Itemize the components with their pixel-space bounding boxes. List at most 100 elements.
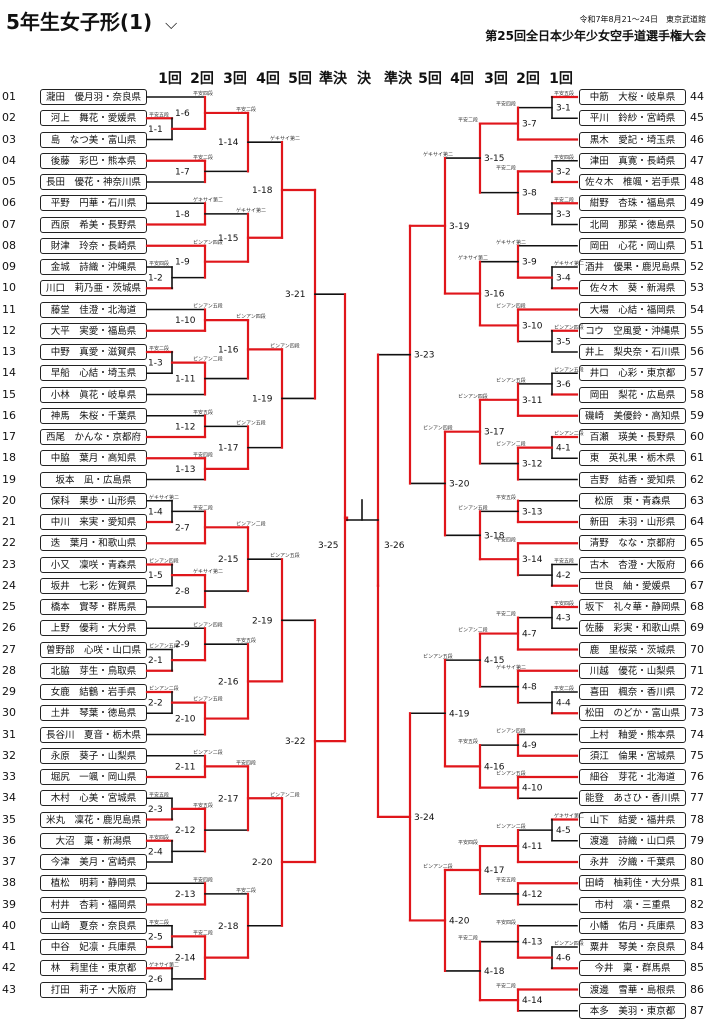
player-entry[interactable]: 酒井 優果・鹿児島県 <box>579 259 686 275</box>
match-label: 3-12 <box>522 460 542 470</box>
kata-name: 平安二段 <box>554 196 574 203</box>
player-entry[interactable]: 佐々木 葵・新潟県 <box>579 280 686 297</box>
player-entry[interactable]: コウ 空風愛・沖縄県 <box>579 322 686 339</box>
player-entry[interactable]: 植松 明莉・静岡県 <box>40 875 147 892</box>
player-entry[interactable]: 北脇 芽生・鳥取県 <box>40 662 147 679</box>
kata-name: ピンアン四段 <box>423 425 453 432</box>
match-label: 4-7 <box>522 630 537 640</box>
player-entry[interactable]: 新田 未羽・山形県 <box>579 514 686 530</box>
match-label: 2-9 <box>175 640 190 650</box>
player-entry[interactable]: 上野 優莉・大分県 <box>40 620 147 637</box>
player-entry[interactable]: 今井 稟・群馬県 <box>579 960 686 977</box>
entry-number: 85 <box>690 961 704 975</box>
player-entry[interactable]: 中川 来実・愛知県 <box>40 514 147 530</box>
kata-name: ピンアン二段 <box>496 441 526 448</box>
player-entry[interactable]: 佐々木 椎颯・岩手県 <box>579 174 686 190</box>
player-entry[interactable]: 松原 東・青森県 <box>579 492 686 509</box>
match-label: 1-14 <box>218 138 239 148</box>
kata-name: 平安四段 <box>496 536 516 543</box>
kata-name: ピンアン四段 <box>193 239 223 246</box>
player-entry[interactable]: 橋本 實琴・群馬県 <box>40 599 147 615</box>
player-entry[interactable]: 松田 のどか・富山県 <box>579 705 686 722</box>
player-entry[interactable]: 渡邊 雪華・島根県 <box>579 981 686 998</box>
player-entry[interactable]: 紺野 杏珠・福島県 <box>579 195 686 212</box>
player-entry[interactable]: 林 莉里佳・東京都 <box>40 960 147 977</box>
player-entry[interactable]: 迭 葉月・和歌山県 <box>40 535 147 552</box>
player-entry[interactable]: 大場 心結・福岡県 <box>579 301 686 318</box>
player-entry[interactable]: 後藤 彩巴・熊本県 <box>40 152 147 169</box>
player-entry[interactable]: 永原 葵子・山梨県 <box>40 747 147 764</box>
entry-number: 01 <box>2 90 16 103</box>
event-date-venue: 令和7年8月21～24日 東京武道館 <box>579 15 706 24</box>
match-label: 2-7 <box>175 523 190 533</box>
chevron-down-icon[interactable]: ⌵ <box>165 14 178 33</box>
player-entry[interactable]: 田崎 柚莉佳・大分県 <box>579 875 686 892</box>
kata-name: 平安四段 <box>193 451 213 458</box>
player-entry[interactable]: 土井 琴葉・徳島県 <box>40 705 147 722</box>
player-entry[interactable]: 佐藤 彩実・和歌山県 <box>579 620 686 637</box>
player-entry[interactable]: 粟井 琴美・奈良県 <box>579 939 686 955</box>
player-entry[interactable]: 坂本 凪・広島県 <box>40 471 147 488</box>
player-entry[interactable]: 津田 真寛・長崎県 <box>579 152 686 169</box>
player-entry[interactable]: 岡田 梨花・広島県 <box>579 386 686 403</box>
match-label: 1-13 <box>175 465 195 475</box>
player-entry[interactable]: 吉野 結香・愛知県 <box>579 471 686 488</box>
player-entry[interactable]: 岡田 心花・岡山県 <box>579 237 686 254</box>
player-entry[interactable]: 能登 あさひ・香川県 <box>579 790 686 807</box>
player-entry[interactable]: 小林 眞花・岐阜県 <box>40 386 147 403</box>
kata-name: 平安五段 <box>554 558 574 565</box>
player-entry[interactable]: 古木 杏澄・大阪府 <box>579 556 686 573</box>
player-entry[interactable]: 黒木 愛記・埼玉県 <box>579 131 686 148</box>
player-entry[interactable]: 百瀬 瑛美・長野県 <box>579 429 686 445</box>
player-entry[interactable]: 保科 果歩・山形県 <box>40 492 147 509</box>
player-entry[interactable]: 喜田 楓奈・香川県 <box>579 684 686 700</box>
match-label: 3-9 <box>522 258 537 268</box>
player-entry[interactable]: 磯崎 美優鈴・高知県 <box>579 407 686 424</box>
player-entry[interactable]: 世良 紬・愛媛県 <box>579 577 686 594</box>
match-label: 1-8 <box>175 210 190 220</box>
match-label: 3-20 <box>449 479 470 489</box>
entry-number: 73 <box>690 706 704 720</box>
player-entry[interactable]: 井上 梨央奈・石川県 <box>579 344 686 360</box>
player-entry[interactable]: 藤堂 佳澄・北海道 <box>40 301 147 318</box>
player-entry[interactable]: 東 英礼果・栃木県 <box>579 450 686 467</box>
player-entry[interactable]: 永井 汐織・千葉県 <box>579 854 686 870</box>
kata-name: 平安五段 <box>149 791 169 798</box>
kata-name: 平安二段 <box>193 154 213 161</box>
player-entry[interactable]: 細谷 芽花・北海道 <box>579 769 686 785</box>
player-entry[interactable]: 清野 なな・京都府 <box>579 535 686 552</box>
player-entry[interactable]: 市村 凛・三重県 <box>579 896 686 913</box>
player-entry[interactable]: 井口 心彩・東京都 <box>579 365 686 382</box>
player-entry[interactable]: 小幡 佑月・兵庫県 <box>579 917 686 934</box>
player-entry[interactable]: 西原 希美・長野県 <box>40 216 147 233</box>
player-entry[interactable]: 河上 舞花・愛媛県 <box>40 110 147 127</box>
entry-number: 13 <box>2 345 16 358</box>
player-entry[interactable]: 北岡 那菜・徳島県 <box>579 216 686 233</box>
match-label: 3-23 <box>414 351 434 361</box>
round-header-right-4: 3回 <box>484 71 508 87</box>
entry-number: 66 <box>690 557 704 571</box>
player-entry[interactable]: 鹿 里桜菜・茨城県 <box>579 641 686 658</box>
player-entry[interactable]: 中筋 大桜・岐阜県 <box>579 89 686 105</box>
player-entry[interactable]: 山下 結愛・福井県 <box>579 811 686 828</box>
player-entry[interactable]: 早船 心結・埼玉県 <box>40 365 147 382</box>
kata-name: 平安二段 <box>496 983 516 990</box>
player-entry[interactable]: 上村 釉愛・熊本県 <box>579 726 686 743</box>
player-entry[interactable]: 中谷 妃凛・兵庫県 <box>40 939 147 955</box>
match-label: 1-7 <box>175 167 190 177</box>
player-entry[interactable]: 渡邊 詩織・山口県 <box>579 832 686 849</box>
player-entry[interactable]: 本多 美羽・東京都 <box>579 1002 686 1019</box>
player-entry[interactable]: 川越 優花・山梨県 <box>579 662 686 679</box>
player-entry[interactable]: 平川 鈴紗・宮崎県 <box>579 110 686 127</box>
match-label: 3-26 <box>384 541 405 551</box>
player-entry[interactable]: 女鹿 結鶴・岩手県 <box>40 684 147 700</box>
kata-name: 平安五段 <box>149 111 169 118</box>
match-label: 2-20 <box>252 858 273 868</box>
match-label: 1-10 <box>175 316 196 326</box>
match-label: 4-11 <box>522 842 542 852</box>
match-label: 3-4 <box>556 274 571 284</box>
player-entry[interactable]: 須江 倫果・宮城県 <box>579 747 686 764</box>
player-entry[interactable]: 坂下 礼々華・静岡県 <box>579 599 686 615</box>
kata-name: ピンアン四段 <box>496 728 526 735</box>
entry-number: 29 <box>2 685 16 698</box>
